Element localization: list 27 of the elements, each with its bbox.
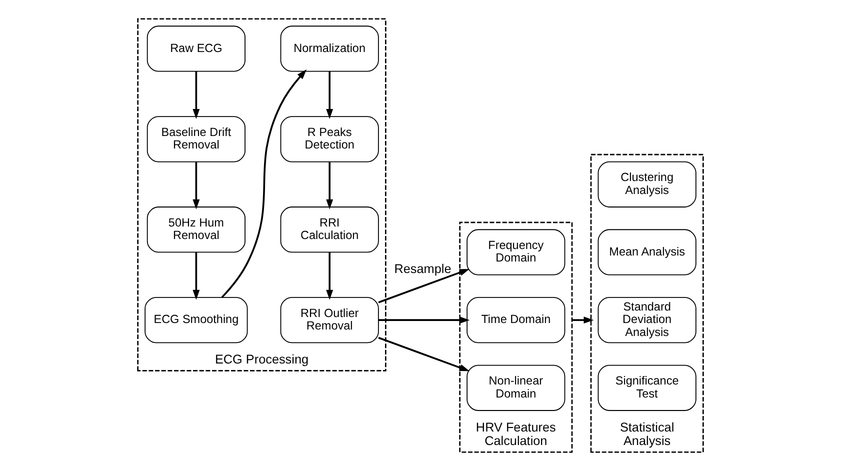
arrow xyxy=(192,252,200,300)
node-box: Standard Deviation Analysis xyxy=(598,297,696,344)
arrow xyxy=(378,336,470,372)
arrow xyxy=(326,71,334,119)
edge-label: Resample xyxy=(394,262,452,276)
node-box: R Peaks Detection xyxy=(280,116,379,162)
arrow xyxy=(192,162,200,210)
arrow xyxy=(192,71,200,119)
arrow xyxy=(572,316,594,324)
arrow xyxy=(378,316,470,324)
arrow xyxy=(221,69,307,298)
node-box: Time Domain xyxy=(466,297,566,344)
node-box: Frequency Domain xyxy=(466,229,566,276)
node-box: Raw ECG xyxy=(146,26,246,72)
arrow xyxy=(326,162,334,210)
node-box: Significance Test xyxy=(598,364,696,411)
node-box: RRI Outlier Removal xyxy=(280,297,379,344)
node-box: RRI Calculation xyxy=(280,206,379,253)
node-box: Mean Analysis xyxy=(598,229,696,276)
arrow xyxy=(326,252,334,300)
node-box: Baseline Drift Removal xyxy=(146,116,246,162)
node-box: ECG Smoothing xyxy=(144,297,248,344)
arrow xyxy=(378,268,470,304)
node-box: Normalization xyxy=(280,26,379,72)
node-box: 50Hz Hum Removal xyxy=(146,206,246,253)
node-box: Clustering Analysis xyxy=(598,161,696,208)
node-box: Non-linear Domain xyxy=(466,364,566,411)
